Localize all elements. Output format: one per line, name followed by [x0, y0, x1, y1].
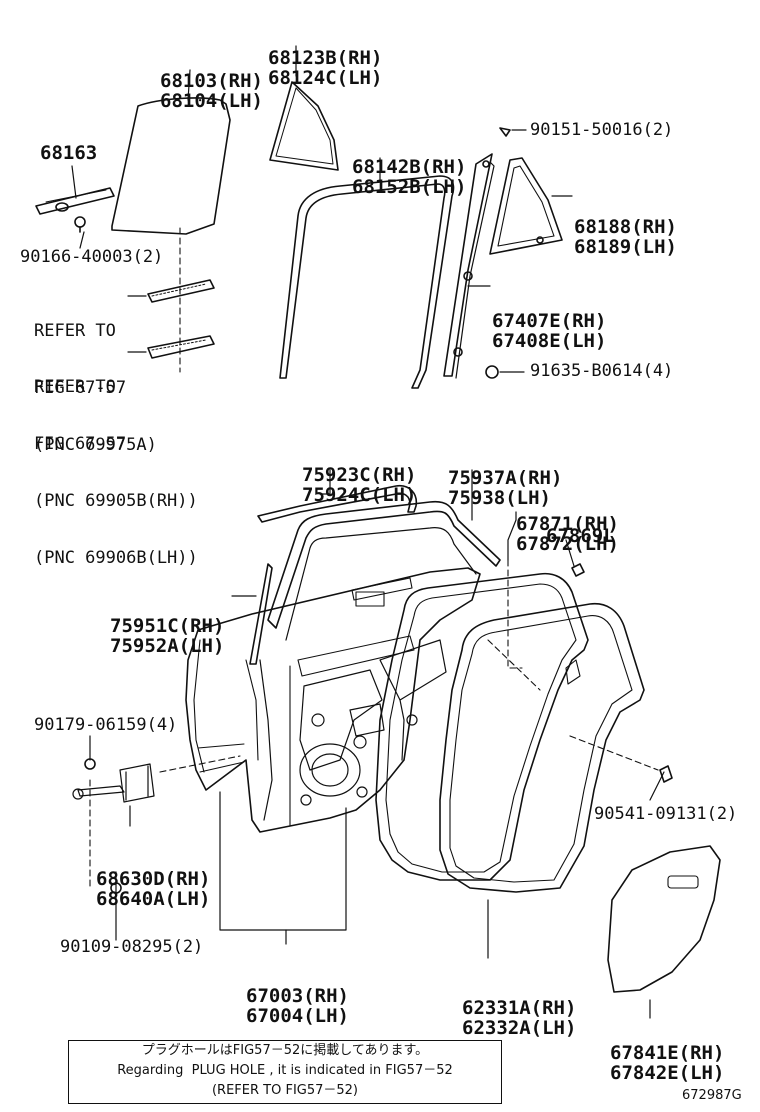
label-68103: 68103(RH)68104(LH) — [160, 70, 263, 112]
label-67871: 67871(RH)67872(LH) — [516, 513, 619, 555]
dashed-guides — [89, 227, 659, 889]
label-90109: 90109-08295(2) — [60, 937, 204, 957]
window-frame-75937 — [267, 500, 501, 629]
label-75951: 75951C(RH)75952A(LH) — [110, 615, 225, 657]
door-panel — [185, 567, 481, 833]
label-90179: 90179-06159(4) — [34, 715, 178, 735]
label-75923: 75923C(RH)75924C(LH) — [302, 464, 417, 506]
label-67407: 67407E(RH)67408E(LH) — [492, 310, 607, 352]
label-67869: 67869L — [546, 525, 615, 547]
label-90541: 90541-09131(2) — [594, 804, 738, 824]
label-75937: 75937A(RH)75938(LH) — [448, 467, 563, 509]
label-67003: 67003(RH)67004(LH) — [246, 985, 349, 1027]
leader-lines — [71, 45, 665, 1019]
refer-block-1: REFER TO FIG 67-57 (PNC 69975A) — [34, 321, 157, 455]
label-68123: 68123B(RH)68124C(LH) — [268, 47, 383, 89]
door-glass — [111, 97, 231, 235]
note-line-en: Regarding PLUG HOLE , it is indicated in… — [117, 1063, 453, 1078]
note-line-jp: プラグホールはFIG57－52に掲載してあります。 — [141, 1043, 429, 1058]
glass-run — [279, 175, 455, 389]
label-90166: 90166-40003(2) — [20, 247, 164, 267]
hole-cover — [607, 845, 721, 993]
label-68163: 68163 — [40, 142, 98, 164]
label-62331: 62331A(RH)62332A(LH) — [462, 997, 577, 1039]
screw-90166 — [74, 216, 86, 228]
label-68142: 68142B(RH)68152B(LH) — [352, 156, 467, 198]
door-check — [72, 763, 155, 803]
run-channel — [35, 187, 115, 215]
bolt-90179 — [84, 758, 96, 770]
belt-molding-75951 — [249, 563, 273, 665]
division-bar — [443, 153, 493, 377]
quarter-glass — [269, 81, 339, 171]
door-weatherstrip-67871 — [375, 572, 589, 881]
window-regulator — [299, 639, 447, 806]
bolt-90109 — [110, 882, 122, 894]
label-91635: 91635-B0614(4) — [530, 361, 674, 381]
label-68630: 68630D(RH)68640A(LH) — [96, 868, 211, 910]
label-67841: 67841E(RH)67842E(LH) — [610, 1042, 725, 1084]
label-68188: 68188(RH)68189(LH) — [574, 216, 677, 258]
belt-molding-75923 — [257, 484, 418, 523]
refer1-line1: REFER TO — [34, 321, 116, 341]
note-line-ref: (REFER TO FIG57－52) — [211, 1083, 359, 1098]
opening-weatherstrip-62331 — [439, 602, 645, 893]
quarter-window — [489, 157, 563, 255]
label-90151: 90151-50016(2) — [530, 120, 674, 140]
figure-code: 672987G — [682, 1088, 742, 1103]
plug-hole-note: プラグホールはFIG57－52に掲載してあります。 Regarding PLUG… — [68, 1040, 502, 1104]
refer-block-2: REFER TO FIG 67-57 (PNC 69905B(RH)) (PNC… — [34, 377, 198, 568]
